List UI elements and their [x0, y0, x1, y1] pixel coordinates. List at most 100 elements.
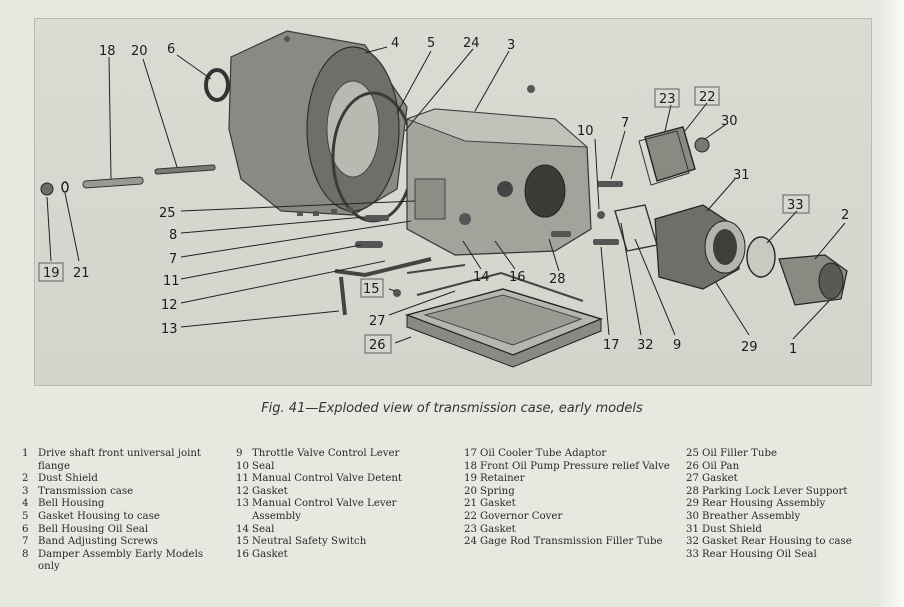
relief-valve-part	[82, 176, 144, 189]
legend-item-text: Gasket Rear Housing to case	[702, 536, 852, 548]
callout-22: 22	[699, 90, 716, 105]
callout-10: 10	[577, 124, 594, 139]
legend-item-text: Breather Assembly	[702, 510, 801, 522]
callout-26: 26	[369, 338, 386, 353]
legend-item-text: Neutral Safety Switch	[252, 536, 367, 548]
legend-item-number: 33	[686, 548, 699, 560]
callout-21: 21	[73, 266, 90, 281]
callout-25: 25	[159, 206, 176, 221]
callout-14: 14	[473, 270, 490, 285]
legend-item-number: 16	[236, 548, 249, 560]
legend-item-text: Band Adjusting Screws	[38, 536, 158, 548]
legend-item-number: 15	[236, 536, 249, 548]
retainer-part	[40, 182, 54, 196]
legend-item-text: Seal	[252, 523, 275, 535]
legend-item-number: 11	[236, 473, 249, 485]
small-gasket-part	[61, 181, 69, 193]
legend-item-text: Transmission case	[38, 485, 134, 497]
legend-item-number: 28	[686, 485, 699, 497]
oil-pan-part	[404, 288, 604, 368]
callout-24: 24	[463, 36, 480, 51]
rear-housing-part	[654, 204, 746, 290]
legend-item-text: Gasket	[702, 473, 738, 485]
legend-item-text: Gasket Housing to case	[38, 510, 160, 522]
legend-item-text: Front Oil Pump Pressure relief Valve	[480, 460, 670, 472]
callout-4: 4	[391, 36, 399, 51]
legend-item-number: 12	[236, 485, 249, 497]
legend-item-number: 4	[22, 498, 29, 510]
legend-item-number: 5	[22, 510, 29, 522]
callout-7: 7	[621, 116, 629, 131]
legend-item-number: 31	[686, 523, 699, 535]
small-hardware-part	[297, 85, 623, 248]
callout-30: 30	[721, 114, 738, 129]
legend-item-text: Gage Rod Transmission Filler Tube	[480, 536, 663, 548]
legend-item-number: 27	[686, 473, 699, 485]
callout-23: 23	[659, 92, 676, 107]
breather-part	[694, 137, 710, 153]
callout-3: 3	[507, 38, 515, 53]
legend-item-number: 29	[686, 498, 699, 510]
callout-9: 9	[673, 338, 681, 353]
lever-gasket-part	[406, 264, 466, 274]
legend-item-number: 13	[236, 498, 249, 510]
legend-item-number: 22	[464, 510, 477, 522]
callout-29: 29	[741, 340, 758, 355]
legend-item-text: Bell Housing Oil Seal	[38, 523, 149, 535]
callout-7b: 7	[169, 252, 177, 267]
legend-item-text: Parking Lock Lever Support	[702, 485, 848, 497]
legend-item-text: Seal	[252, 460, 275, 472]
legend-item-number: 20	[464, 485, 477, 497]
legend-item-number: 2	[22, 473, 29, 485]
legend-item-text: Gasket	[252, 485, 288, 497]
legend-item-number: 24	[464, 536, 477, 548]
governor-cover-part	[644, 126, 696, 182]
page-edge	[876, 0, 904, 607]
neutral-switch-part	[393, 289, 401, 297]
legend-item-text: Manual Control Valve Lever Assembly	[252, 498, 397, 522]
legend-item-text: Oil Pan	[702, 460, 740, 472]
callout-27: 27	[369, 314, 386, 329]
callout-18: 18	[99, 44, 116, 59]
legend-item-number: 9	[236, 448, 243, 459]
leader-lines	[46, 46, 846, 344]
legend-item: 4 Bell Housing	[22, 498, 222, 511]
universal-joint-flange-part	[778, 254, 848, 306]
manual-lever-part	[334, 257, 432, 316]
rear-gasket-part	[614, 204, 658, 252]
legend-item-text: Manual Control Valve Detent	[252, 473, 403, 485]
legend-item: 5 Gasket Housing to case	[22, 511, 222, 524]
legend-item-text: Bell Housing	[38, 498, 105, 510]
legend-item-number: 17	[464, 448, 477, 459]
rear-oil-seal-part	[746, 236, 776, 278]
legend-item-number: 14	[236, 523, 249, 535]
callout-19: 19	[43, 266, 60, 281]
callout-31: 31	[733, 168, 750, 183]
callout-boxes	[38, 86, 810, 354]
